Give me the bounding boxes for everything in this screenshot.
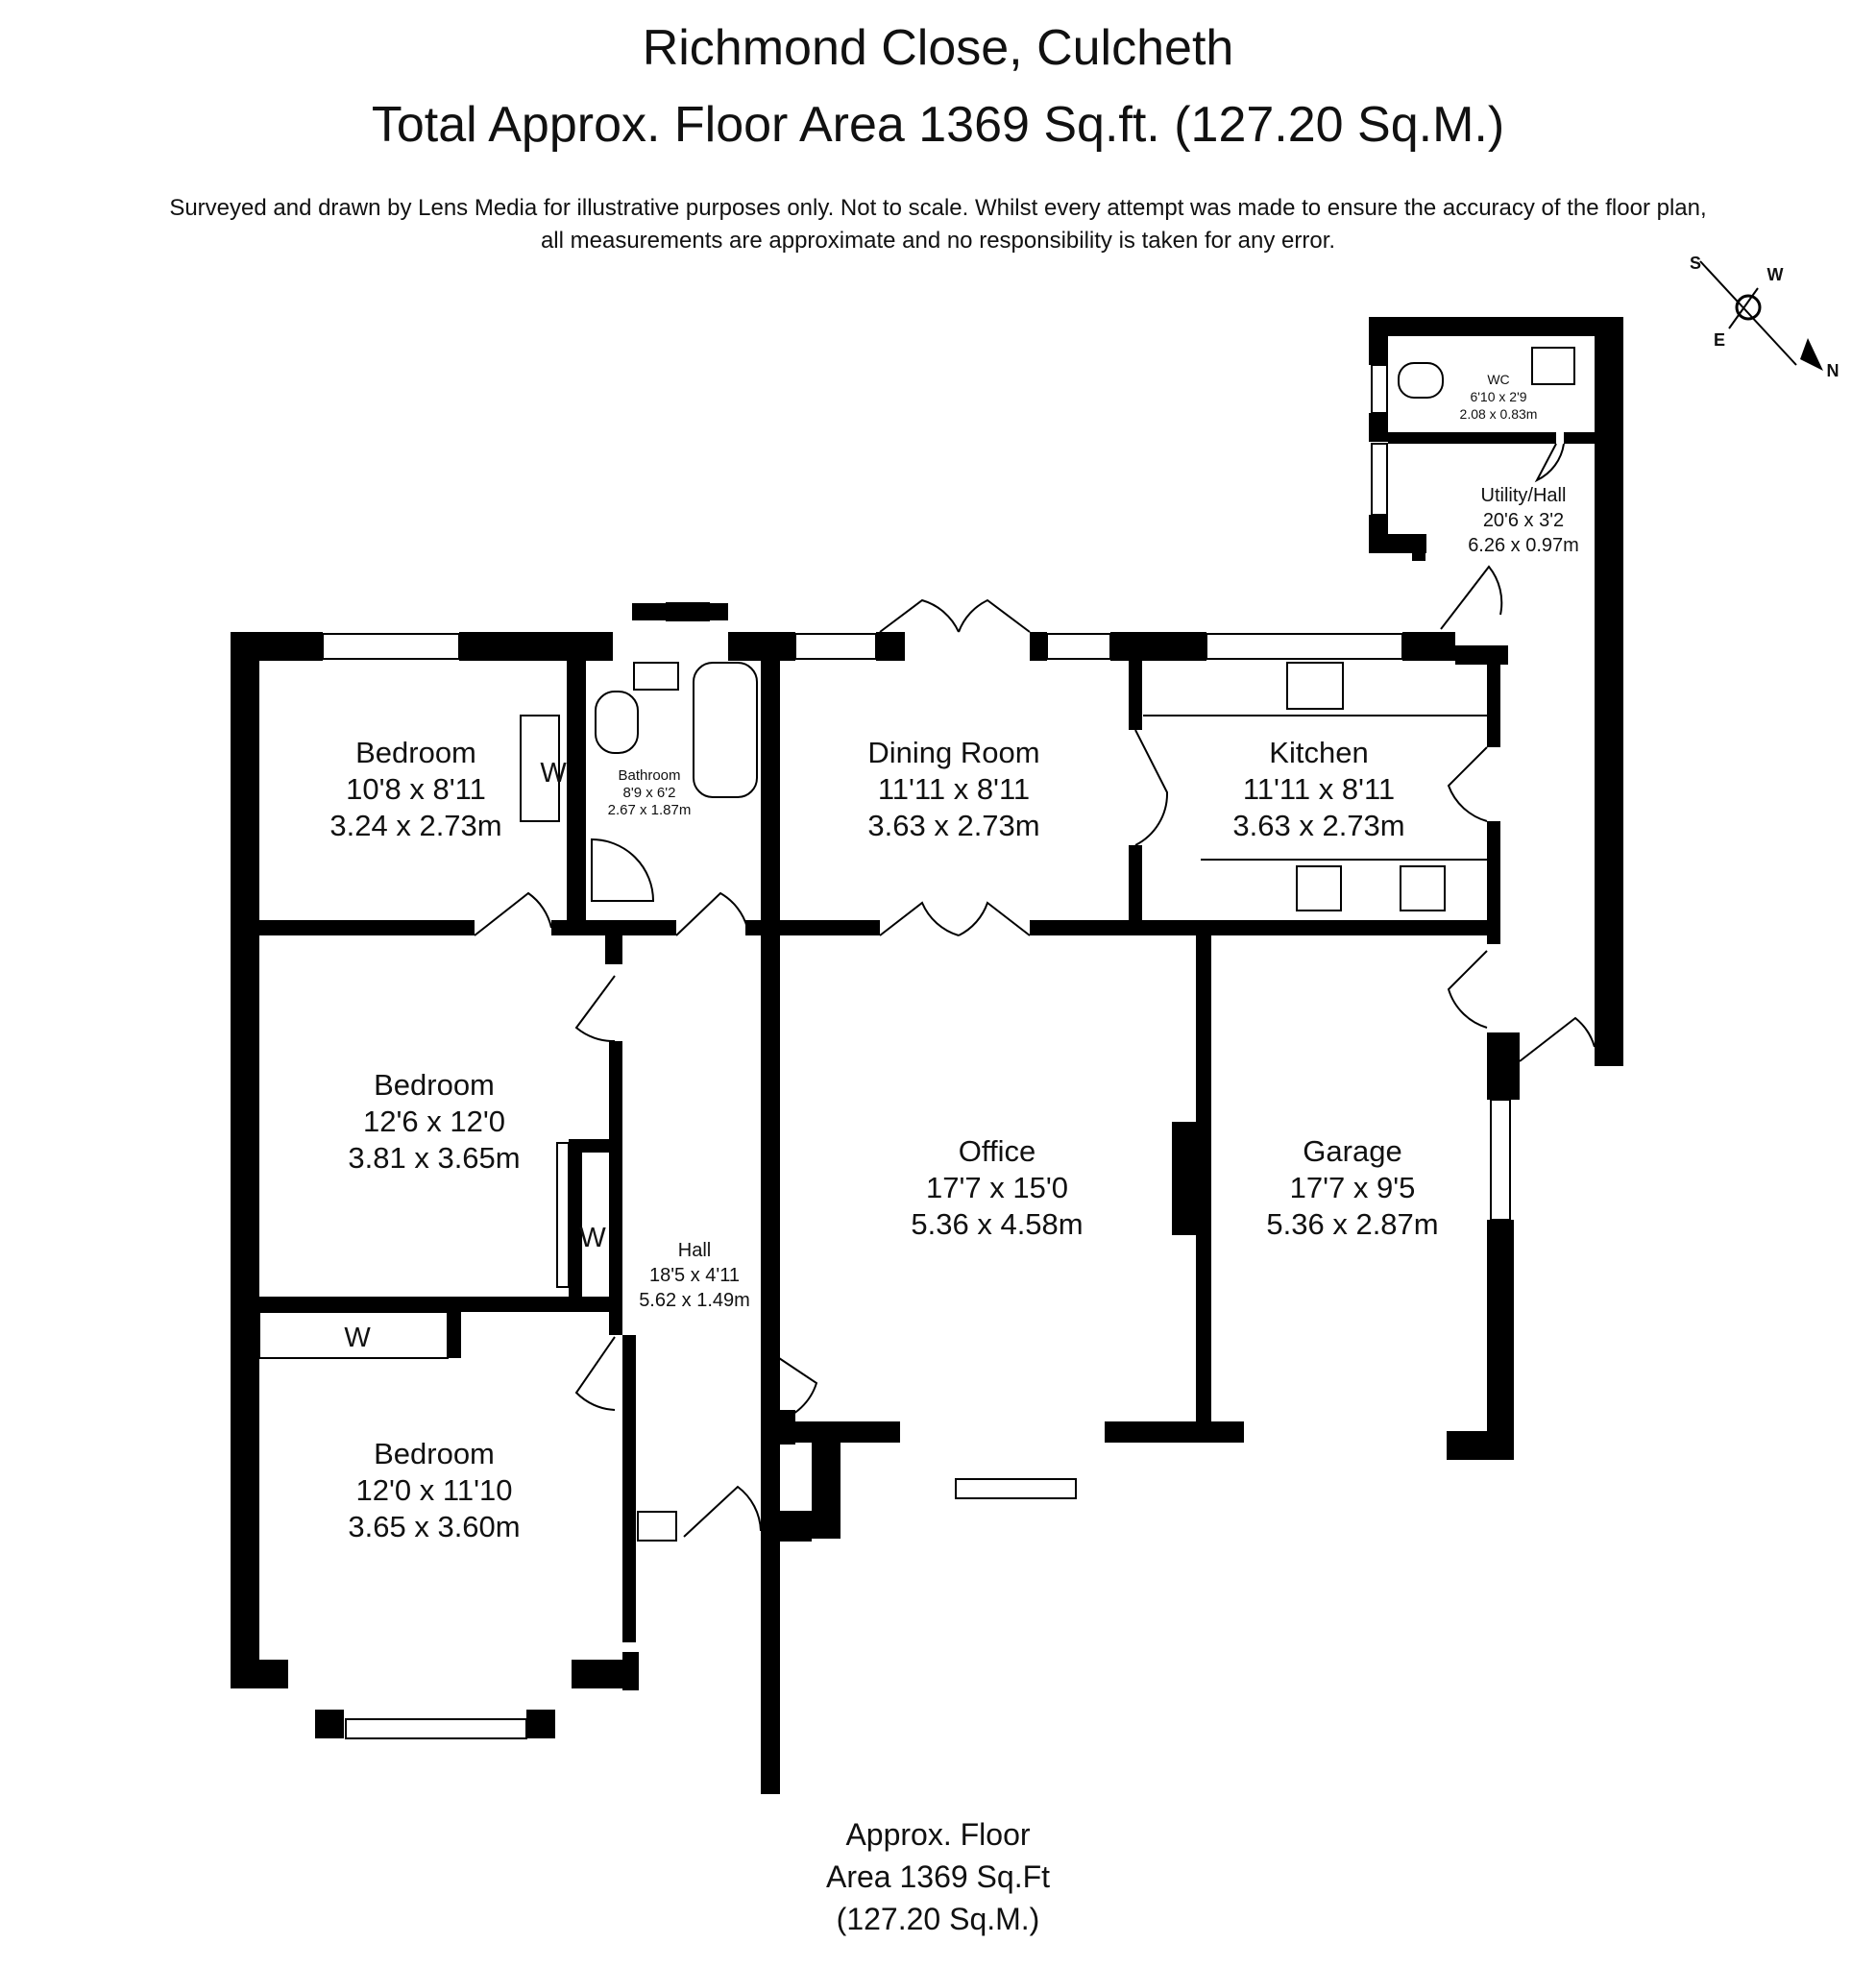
bedroom2-imperial: 12'6 x 12'0 bbox=[363, 1105, 505, 1138]
bathtub-icon bbox=[693, 662, 758, 798]
wardrobe-bedroom1 bbox=[520, 715, 560, 822]
bathroom-name: Bathroom bbox=[618, 767, 680, 784]
wardrobe-bedroom2 bbox=[556, 1142, 570, 1288]
total-area-subtitle: Total Approx. Floor Area 1369 Sq.ft. (12… bbox=[371, 97, 1505, 153]
hob-icon bbox=[1296, 865, 1342, 911]
bedroom3-imperial: 12'0 x 11'10 bbox=[356, 1473, 513, 1507]
bedroom1-name: Bedroom bbox=[355, 736, 476, 769]
compass-ring-icon bbox=[1735, 294, 1762, 321]
kitchen-imperial: 11'11 x 8'11 bbox=[1243, 772, 1395, 806]
north-arrow-icon bbox=[1800, 338, 1823, 371]
compass: S W E N bbox=[1690, 254, 1839, 380]
bathroom-basin-icon bbox=[633, 662, 679, 691]
bedroom3-name: Bedroom bbox=[374, 1437, 495, 1470]
dining-metric: 3.63 x 2.73m bbox=[867, 809, 1039, 842]
wc-toilet-icon bbox=[1398, 362, 1444, 399]
wardrobe-bedroom3 bbox=[258, 1311, 449, 1359]
compass-w: W bbox=[1767, 265, 1784, 284]
wardrobe-label: W bbox=[344, 1323, 371, 1353]
disclaimer-line-2: all measurements are approximate and no … bbox=[540, 228, 1336, 254]
bedroom3-metric: 3.65 x 3.60m bbox=[348, 1510, 520, 1543]
wc-metric: 2.08 x 0.83m bbox=[1460, 406, 1538, 422]
compass-s: S bbox=[1690, 254, 1701, 273]
fixtures bbox=[258, 347, 1575, 1359]
garage-imperial: 17'7 x 9'5 bbox=[1290, 1171, 1416, 1204]
utility-name: Utility/Hall bbox=[1481, 485, 1567, 506]
utility-imperial: 20'6 x 3'2 bbox=[1483, 510, 1564, 531]
garage-metric: 5.36 x 2.87m bbox=[1266, 1207, 1438, 1241]
footer-area-line-1: Approx. Floor bbox=[845, 1817, 1031, 1852]
hob-icon bbox=[1400, 865, 1446, 911]
doors bbox=[474, 443, 1596, 1538]
kitchen-sink-icon bbox=[1286, 662, 1344, 710]
wardrobe-label: W bbox=[579, 1223, 606, 1253]
footer-area-line-2: Area 1369 Sq.Ft bbox=[825, 1859, 1051, 1894]
plan-title: Richmond Close, Culcheth bbox=[642, 20, 1234, 76]
bedroom2-metric: 3.81 x 3.65m bbox=[348, 1141, 520, 1175]
hall-name: Hall bbox=[678, 1240, 711, 1261]
disclaimer-line-1: Surveyed and drawn by Lens Media for ill… bbox=[169, 195, 1707, 221]
bedroom1-metric: 3.24 x 2.73m bbox=[329, 809, 501, 842]
office-imperial: 17'7 x 15'0 bbox=[926, 1171, 1068, 1204]
compass-e: E bbox=[1714, 330, 1725, 350]
footer-area-line-3: (127.20 Sq.M.) bbox=[836, 1902, 1040, 1936]
wc-basin-icon bbox=[1531, 347, 1575, 385]
utility-metric: 6.26 x 0.97m bbox=[1468, 535, 1579, 556]
corner-shower-icon bbox=[591, 838, 655, 902]
room-labels: Bedroom 10'8 x 8'11 3.24 x 2.73m Bathroo… bbox=[329, 372, 1578, 1543]
kitchen-name: Kitchen bbox=[1269, 736, 1368, 769]
wardrobe-label: W bbox=[540, 758, 567, 789]
windows bbox=[233, 364, 1511, 1739]
garage-name: Garage bbox=[1303, 1134, 1401, 1168]
walls bbox=[231, 317, 1623, 1794]
office-name: Office bbox=[959, 1134, 1035, 1168]
office-fireplace-icon bbox=[1174, 1132, 1193, 1226]
kitchen-metric: 3.63 x 2.73m bbox=[1232, 809, 1404, 842]
bathroom-imperial: 8'9 x 6'2 bbox=[623, 785, 676, 801]
office-metric: 5.36 x 4.58m bbox=[911, 1207, 1083, 1241]
bedroom2-name: Bedroom bbox=[374, 1068, 495, 1102]
hall-metric: 5.62 x 1.49m bbox=[639, 1290, 750, 1311]
wc-imperial: 6'10 x 2'9 bbox=[1470, 389, 1526, 404]
dining-name: Dining Room bbox=[867, 736, 1039, 769]
toilet-icon bbox=[595, 691, 639, 754]
bathroom-metric: 2.67 x 1.87m bbox=[608, 802, 692, 818]
compass-n: N bbox=[1827, 361, 1839, 380]
dining-imperial: 11'11 x 8'11 bbox=[878, 772, 1030, 806]
wc-name: WC bbox=[1487, 372, 1509, 387]
hall-imperial: 18'5 x 4'11 bbox=[649, 1265, 740, 1286]
bedroom1-imperial: 10'8 x 8'11 bbox=[346, 772, 486, 806]
